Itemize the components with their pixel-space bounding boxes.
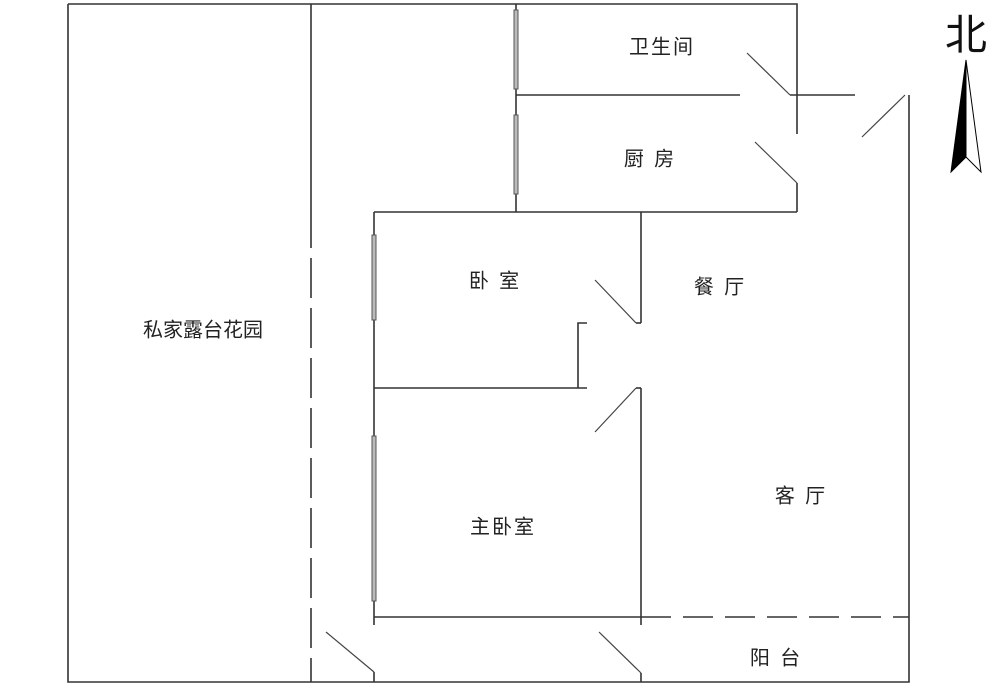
door-kitchen[interactable] <box>754 141 798 184</box>
window <box>371 435 377 602</box>
room-label-bathroom: 卫生间 <box>629 34 695 59</box>
room-label-dining: 餐 厅 <box>693 274 747 299</box>
room-label-living: 客 厅 <box>774 483 828 508</box>
door-entrance[interactable] <box>861 94 906 138</box>
door-garden[interactable] <box>325 631 375 673</box>
window <box>513 114 519 195</box>
door-master-bedroom[interactable] <box>594 387 637 433</box>
wall <box>577 322 587 388</box>
room-label-master-bedroom: 主卧室 <box>470 514 536 539</box>
door-bedroom[interactable] <box>594 279 637 324</box>
room-label-balcony: 阳 台 <box>749 645 803 670</box>
room-label-kitchen: 厨 房 <box>623 146 677 171</box>
window <box>371 234 377 321</box>
window <box>513 9 519 90</box>
outer-wall <box>67 3 910 683</box>
room-label-bedroom: 卧 室 <box>468 268 522 293</box>
compass-north-label: 北 <box>944 10 988 60</box>
north-arrow-icon <box>950 59 982 174</box>
room-label-garden: 私家露台花园 <box>143 317 263 342</box>
door-bathroom[interactable] <box>746 52 791 96</box>
door-balcony[interactable] <box>598 631 642 674</box>
